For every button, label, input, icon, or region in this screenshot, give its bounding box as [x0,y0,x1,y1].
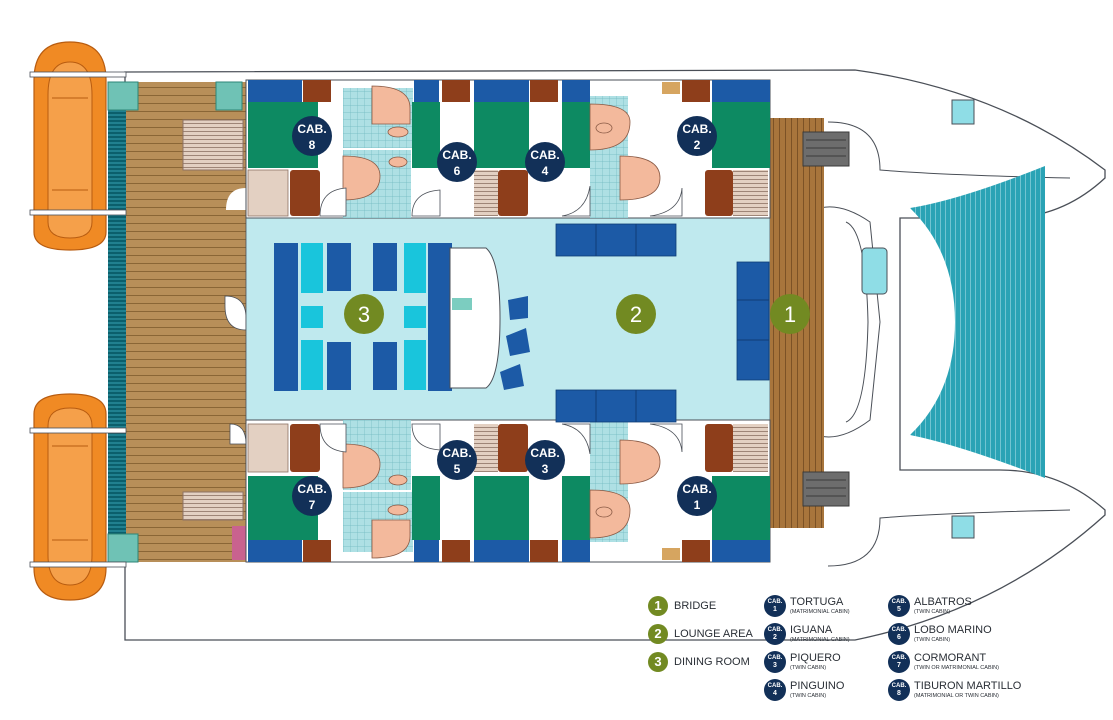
cabin-marker-2: CAB. 2 [677,116,717,156]
legend-cabin-5-type: (TWIN CABIN) [914,609,951,615]
legend-cabin-1-num: 1 [773,606,777,613]
cabin-marker-5-num: 5 [454,462,461,476]
cabin-marker-5: CAB. 5 [437,440,477,480]
cabin-marker-4-cab: CAB. [530,148,559,162]
area-marker-3: 3 [344,294,384,334]
cabin-marker-7-num: 7 [309,498,316,512]
lounge-area [245,217,771,421]
legend-cabin-6-name: LOBO MARINO [914,624,992,636]
legend-cabin-3-name: PIQUERO [790,652,841,664]
legend-cabin-4: CAB.4 PINGUINO (TWIN CABIN) [764,678,884,706]
legend-cabin-7-name: CORMORANT [914,652,987,664]
cabin-marker-2-num: 2 [694,138,701,152]
legend-cabins-col-1: CAB.1 TORTUGA (MATRIMONIAL CABIN) CAB.2 … [764,594,884,706]
legend-cabin-6-type: (TWIN CABIN) [914,637,951,643]
legend-cabin-4-type: (TWIN CABIN) [790,693,827,699]
area-marker-2-num: 2 [630,302,642,327]
cabin-marker-6-num: 6 [454,164,461,178]
area-marker-1-num: 1 [784,302,796,327]
cabin-marker-3-num: 3 [542,462,549,476]
legend-cabin-2-cab: CAB. [767,627,783,633]
legend-cabin-8-name: TIBURON MARTILLO [914,680,1022,692]
legend-cabin-3-cab: CAB. [767,655,783,661]
legend-cabins-col-2: CAB.5 ALBATROS (TWIN CABIN) CAB.6 LOBO M… [888,594,1088,706]
legend-cabin-6-cab: CAB. [891,627,907,633]
legend-cabin-5: CAB.5 ALBATROS (TWIN CABIN) [888,594,1088,622]
legend: 1 BRIDGE 2 LOUNGE AREA 3 DINING ROOM CAB… [648,594,1108,716]
legend-area-2-label: LOUNGE AREA [674,628,753,640]
area-marker-1: 1 [770,294,810,334]
legend-cabin-5-name: ALBATROS [914,596,972,608]
trampoline-net [910,166,1045,478]
legend-cabin-2-badge: CAB.2 [764,623,786,645]
cabin-marker-8-cab: CAB. [297,122,326,136]
legend-cabin-8-type: (MATRIMONIAL OR TWIN CABIN) [914,693,999,699]
legend-cabin-4-badge: CAB.4 [764,679,786,701]
legend-cabin-1: CAB.1 TORTUGA (MATRIMONIAL CABIN) [764,594,884,622]
legend-cabin-8: CAB.8 TIBURON MARTILLO (MATRIMONIAL OR T… [888,678,1088,706]
legend-cabin-7-badge: CAB.7 [888,651,910,673]
cabin-marker-8-num: 8 [309,138,316,152]
legend-cabin-2: CAB.2 IGUANA (MATRIMONIAL CABIN) [764,622,884,650]
cabin-marker-7: CAB. 7 [292,476,332,516]
life-raft-bottom [29,393,127,601]
legend-areas: 1 BRIDGE 2 LOUNGE AREA 3 DINING ROOM [648,594,760,678]
legend-cabin-1-cab: CAB. [767,599,783,605]
area-marker-3-num: 3 [358,302,370,327]
legend-cabin-7: CAB.7 CORMORANT (TWIN OR MATRIMONIAL CAB… [888,650,1088,678]
legend-cabin-8-cab: CAB. [891,683,907,689]
legend-cabin-7-num: 7 [897,662,901,669]
legend-cabin-3-num: 3 [773,662,777,669]
cabin-marker-6-cab: CAB. [442,148,471,162]
cabin-marker-2-cab: CAB. [682,122,711,136]
legend-cabin-2-name: IGUANA [790,624,833,636]
legend-cabin-6-badge: CAB.6 [888,623,910,645]
legend-area-3-num: 3 [648,652,668,672]
legend-area-1-num: 1 [648,596,668,616]
cabin-marker-7-cab: CAB. [297,482,326,496]
cabin-marker-4-num: 4 [542,164,549,178]
cabin-marker-6: CAB. 6 [437,142,477,182]
cabin-marker-3-cab: CAB. [530,446,559,460]
life-raft-top [29,41,127,251]
legend-area-1: 1 BRIDGE [648,594,760,622]
legend-cabin-3: CAB.3 PIQUERO (TWIN CABIN) [764,650,884,678]
legend-cabin-8-num: 8 [897,690,901,697]
cabin-marker-4: CAB. 4 [525,142,565,182]
legend-cabin-3-type: (TWIN CABIN) [790,665,827,671]
cabin-marker-1: CAB. 1 [677,476,717,516]
legend-cabin-4-num: 4 [773,690,777,697]
legend-cabin-7-cab: CAB. [891,655,907,661]
legend-cabin-7-type: (TWIN OR MATRIMONIAL CABIN) [914,665,999,671]
legend-cabin-3-badge: CAB.3 [764,651,786,673]
legend-area-3: 3 DINING ROOM [648,650,760,678]
legend-cabin-2-type: (MATRIMONIAL CABIN) [790,637,850,643]
cabin-marker-5-cab: CAB. [442,446,471,460]
legend-area-2-num: 2 [648,624,668,644]
legend-cabin-1-type: (MATRIMONIAL CABIN) [790,609,850,615]
legend-cabin-6-num: 6 [897,634,901,641]
legend-area-3-label: DINING ROOM [674,656,750,668]
dining-furniture [274,243,530,391]
legend-cabin-5-cab: CAB. [891,599,907,605]
legend-cabin-4-cab: CAB. [767,683,783,689]
cabin-marker-1-num: 1 [694,498,701,512]
legend-cabin-8-badge: CAB.8 [888,679,910,701]
legend-cabin-2-num: 2 [773,634,777,641]
legend-cabin-5-num: 5 [897,606,901,613]
legend-cabin-5-badge: CAB.5 [888,595,910,617]
legend-area-2: 2 LOUNGE AREA [648,622,760,650]
cabin-marker-8: CAB. 8 [292,116,332,156]
cabins-top [245,79,771,219]
legend-cabin-6: CAB.6 LOBO MARINO (TWIN CABIN) [888,622,1088,650]
legend-cabin-1-name: TORTUGA [790,596,844,608]
cabin-marker-3: CAB. 3 [525,440,565,480]
legend-area-1-label: BRIDGE [674,600,717,612]
cabin-marker-1-cab: CAB. [682,482,711,496]
area-marker-2: 2 [616,294,656,334]
legend-cabin-1-badge: CAB.1 [764,595,786,617]
legend-cabin-4-name: PINGUINO [790,680,845,692]
